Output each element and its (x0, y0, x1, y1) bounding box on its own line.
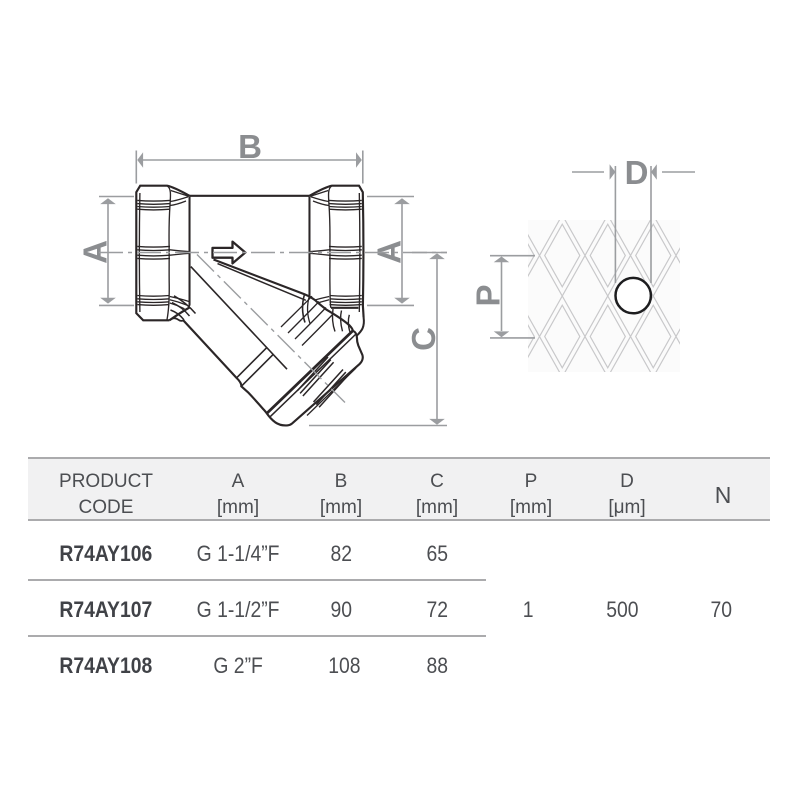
svg-text:D: D (625, 154, 649, 191)
svg-text:A: A (76, 240, 113, 264)
svg-text:B: B (238, 128, 262, 165)
svg-text:P: P (470, 284, 507, 306)
svg-text:C: C (405, 327, 442, 351)
